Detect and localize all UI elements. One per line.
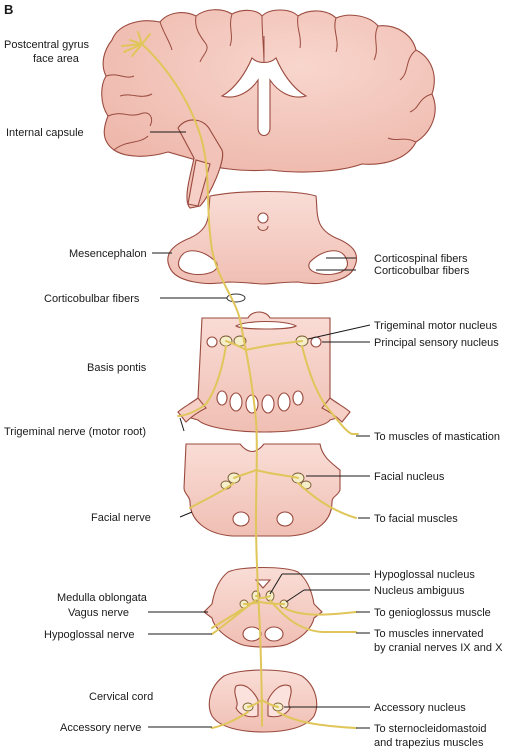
label-trigeminal-motor-nucleus: Trigeminal motor nucleus xyxy=(374,320,498,332)
label-to-genioglossus: To genioglossus muscle xyxy=(374,607,491,619)
label-principal-sensory-nucleus: Principal sensory nucleus xyxy=(374,337,499,349)
label-postcentral-gyrus-2: face area xyxy=(33,53,80,65)
principal-sensory-nucleus xyxy=(310,336,322,348)
label-to-muscles-of-mastication: To muscles of mastication xyxy=(374,431,500,443)
panel-letter: B xyxy=(4,2,13,17)
label-to-sternocleidomastoid-1: To sternocleidomastoid xyxy=(374,723,487,735)
label-corticobulbar-fibers-right: Corticobulbar fibers xyxy=(374,265,470,277)
label-to-muscles-ix-x-2: by cranial nerves IX and X xyxy=(374,642,503,654)
pons-section xyxy=(177,311,351,433)
label-corticobulbar-fibers-left: Corticobulbar fibers xyxy=(44,293,140,305)
label-postcentral-gyrus-1: Postcentral gyrus xyxy=(4,39,89,51)
corticobulbar-tract xyxy=(121,31,359,729)
label-facial-nerve: Facial nerve xyxy=(91,512,151,524)
label-medulla-oblongata: Medulla oblongata xyxy=(57,592,148,604)
leader-lines xyxy=(148,131,371,729)
label-hypoglossal-nucleus: Hypoglossal nucleus xyxy=(374,569,475,581)
label-facial-nucleus: Facial nucleus xyxy=(374,471,445,483)
medulla-section xyxy=(203,567,323,648)
cerebral-hemisphere xyxy=(101,9,436,209)
label-to-sternocleidomastoid-2: and trapezius muscles xyxy=(374,737,484,749)
label-nucleus-ambiguus: Nucleus ambiguus xyxy=(374,585,465,597)
label-accessory-nucleus: Accessory nucleus xyxy=(374,702,466,714)
label-to-muscles-ix-x-1: To muscles innervated xyxy=(374,628,483,640)
right-cerebral-peduncle xyxy=(308,250,349,276)
label-internal-capsule: Internal capsule xyxy=(6,127,84,139)
label-basis-pontis: Basis pontis xyxy=(87,362,147,374)
label-mesencephalon: Mesencephalon xyxy=(69,248,147,260)
label-vagus-nerve: Vagus nerve xyxy=(68,607,129,619)
label-hypoglossal-nerve: Hypoglossal nerve xyxy=(44,629,135,641)
label-accessory-nerve: Accessory nerve xyxy=(60,722,141,734)
label-corticospinal-fibers: Corticospinal fibers xyxy=(374,253,468,265)
left-cerebral-peduncle xyxy=(177,250,218,276)
label-cervical-cord: Cervical cord xyxy=(89,691,153,703)
facial-level-section xyxy=(183,443,341,537)
label-trigeminal-nerve: Trigeminal nerve (motor root) xyxy=(4,426,146,438)
label-to-facial-muscles: To facial muscles xyxy=(374,513,458,525)
